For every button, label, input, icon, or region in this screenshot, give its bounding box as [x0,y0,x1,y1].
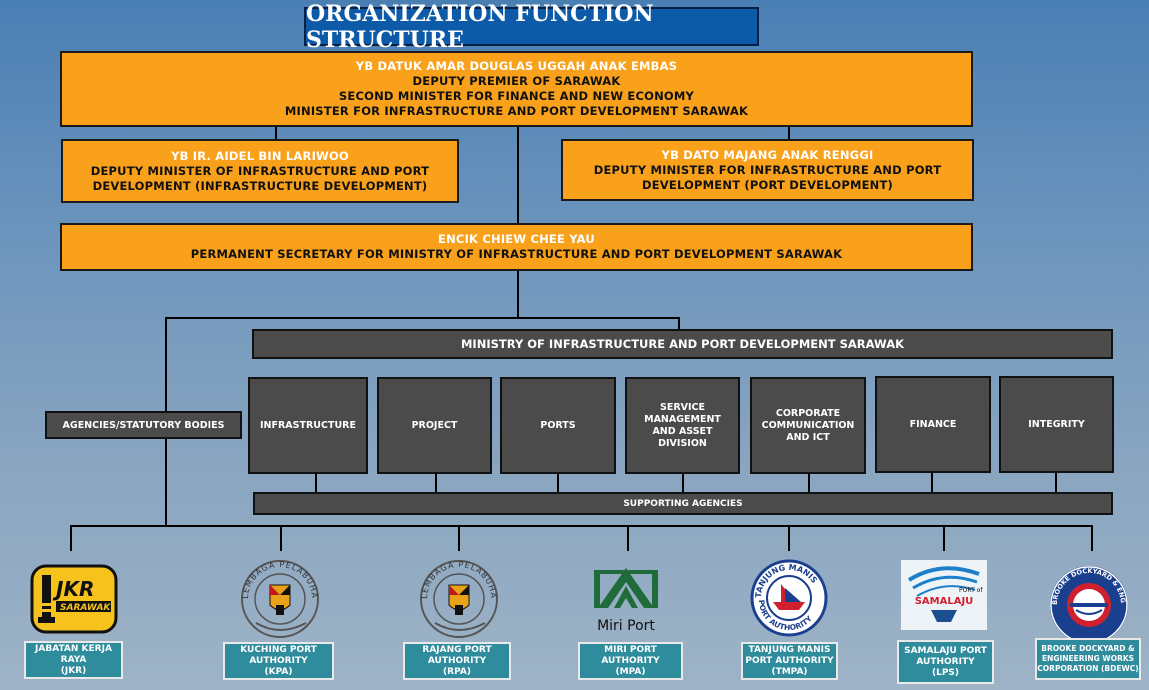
jkr-logo: JKR SARAWAK [29,563,119,635]
connector-line [458,525,460,551]
agency-name: MIRI PORT AUTHORITY [601,644,660,666]
deputy-minister-name: YB DATO MAJANG ANAK RENGGI [661,147,874,162]
connector-line [517,270,519,318]
tmpa-logo: TANJUNG MANIS PORT AUTHORITY [749,558,829,638]
minister-role: SECOND MINISTER FOR FINANCE AND NEW ECON… [338,89,695,103]
supporting-agencies-bar: SUPPORTING AGENCIES [253,492,1113,515]
connector-line [788,525,790,551]
miri-port-logo-text: Miri Port [597,618,655,634]
connector-line [70,525,1093,527]
connector-line [165,317,680,319]
division-service-management: SERVICE MANAGEMENT AND ASSET DIVISION [625,377,740,474]
samalaju-logo-small-text: PORT of [959,587,983,594]
jkr-logo-text: JKR [52,577,94,601]
agency-abbr: (RPA) [443,666,471,677]
connector-line [682,472,684,494]
agency-name: SAMALAJU PORT AUTHORITY [904,645,987,667]
connector-line [1091,525,1093,551]
samalaju-logo: PORT of SAMALAJU [901,560,987,630]
miri-port-logo: Miri Port [584,562,668,636]
page-title: ORGANIZATION FUNCTION STRUCTURE [304,1,759,53]
minister-name: YB DATUK AMAR DOUGLAS UGGAH ANAK EMBAS [355,59,678,73]
minister-role: DEPUTY PREMIER OF SARAWAK [412,74,621,88]
agency-abbr: (LPS) [931,667,960,678]
agency-name: RAJANG PORT AUTHORITY [422,644,492,666]
connector-line [678,317,680,331]
minister-role: MINISTER FOR INFRASTRUCTURE AND PORT DEV… [284,104,749,118]
connector-line [517,126,519,225]
samalaju-logo-main-text: SAMALAJU [915,596,974,607]
agency-abbr: (KPA) [264,666,293,677]
division-corporate-communication: CORPORATE COMMUNICATION AND ICT [750,377,866,474]
agency-abbr: (JKR) [60,665,87,676]
division-ports: PORTS [500,377,616,474]
permanent-secretary-name: ENCIK CHIEW CHEE YAU [438,232,595,246]
connector-line [788,126,790,140]
division-project: PROJECT [377,377,492,474]
agencies-statutory-bodies-label: AGENCIES/STATUTORY BODIES [45,411,242,439]
agency-tmpa: TANJUNG MANIS PORT AUTHORITY (TMPA) [741,642,838,680]
division-integrity: INTEGRITY [999,376,1114,473]
agency-rpa: RAJANG PORT AUTHORITY (RPA) [403,642,511,680]
connector-line [627,525,629,551]
minister-box: YB DATUK AMAR DOUGLAS UGGAH ANAK EMBAS D… [60,51,973,127]
kpa-logo: LEMBAGA PELABUHAN KUCHING [232,546,324,641]
connector-line [275,126,277,140]
agency-name: KUCHING PORT AUTHORITY [240,644,317,666]
bdewc-logo: BROOKE DOCKYARD & ENG WORKSHOP CORPN [1044,558,1130,646]
agency-name: TANJUNG MANIS PORT AUTHORITY [745,644,834,666]
connector-line [557,472,559,494]
deputy-minister-name: YB IR. AIDEL BIN LARIWOO [171,148,349,163]
connector-line [1055,472,1057,494]
agency-abbr: (MPA) [615,666,646,677]
agency-name: BROOKE DOCKYARD & ENGINEERING WORKS CORP… [1037,644,1139,673]
connector-line [165,317,167,412]
jkr-logo-subtext: SARAWAK [60,603,111,613]
deputy-minister-role: DEPUTY MINISTER OF INFRASTRUCTURE AND PO… [90,163,430,178]
permanent-secretary-box: ENCIK CHIEW CHEE YAU PERMANENT SECRETARY… [60,223,973,271]
deputy-minister-role: DEVELOPMENT (INFRASTRUCTURE DEVELOPMENT) [92,178,428,193]
agency-jkr: JABATAN KERJA RAYA (JKR) [24,641,123,679]
deputy-minister-port-box: YB DATO MAJANG ANAK RENGGI DEPUTY MINIST… [561,139,974,201]
agency-mpa: MIRI PORT AUTHORITY (MPA) [578,642,683,680]
connector-line [435,472,437,494]
division-finance: FINANCE [875,376,991,473]
connector-line [280,525,282,551]
connector-line [931,472,933,494]
connector-line [943,525,945,551]
agency-kpa: KUCHING PORT AUTHORITY (KPA) [223,642,334,680]
agency-bdewc: BROOKE DOCKYARD & ENGINEERING WORKS CORP… [1035,638,1141,680]
connector-line [808,472,810,494]
deputy-minister-role: DEPUTY MINISTER FOR INFRASTRUCTURE AND P… [593,162,942,177]
connector-line [165,438,167,526]
rpa-logo: LEMBAGA PELABUHAN RAJANG [411,546,503,641]
ministry-bar: MINISTRY OF INFRASTRUCTURE AND PORT DEVE… [252,329,1113,359]
connector-line [315,472,317,494]
agency-name: JABATAN KERJA RAYA [35,643,112,665]
deputy-minister-role: DEVELOPMENT (PORT DEVELOPMENT) [641,177,893,192]
agency-abbr: (TMPA) [771,666,808,677]
division-infrastructure: INFRASTRUCTURE [248,377,368,474]
connector-line [70,525,72,551]
agency-lps: SAMALAJU PORT AUTHORITY (LPS) [897,640,994,684]
permanent-secretary-role: PERMANENT SECRETARY FOR MINISTRY OF INFR… [190,247,843,261]
deputy-minister-infrastructure-box: YB IR. AIDEL BIN LARIWOO DEPUTY MINISTER… [61,139,459,203]
